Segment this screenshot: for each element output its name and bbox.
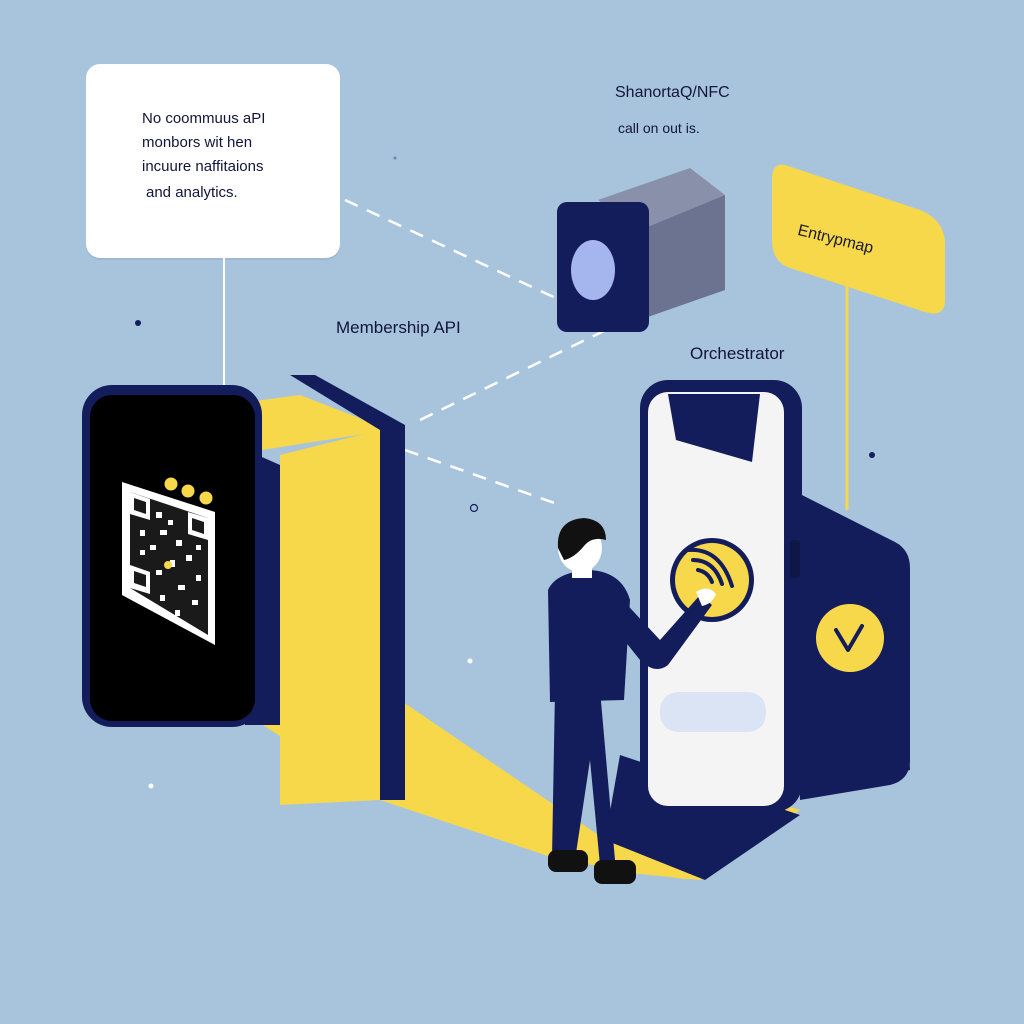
- menu-dot: [181, 484, 195, 498]
- yellow-tag: [772, 164, 945, 314]
- menu-dot: [199, 491, 213, 505]
- callout-line-1: No coommuus aPI: [142, 110, 266, 127]
- decor-dot: [148, 783, 154, 789]
- callout-line-2: monbors wit hen: [142, 134, 253, 151]
- dashed-connector: [344, 198, 561, 302]
- person-arm: [608, 595, 712, 669]
- yellow-pillar-face: [280, 430, 380, 805]
- phone-notch: [668, 394, 760, 462]
- callout-line-4: and analytics.: [146, 184, 238, 201]
- person-torso: [548, 570, 630, 702]
- person-shoe: [594, 860, 636, 884]
- decor-dot: [393, 156, 397, 160]
- check-circle: [816, 604, 884, 672]
- decor-dot: [869, 452, 875, 458]
- person-shoe: [548, 850, 588, 872]
- dashed-connector: [404, 448, 561, 507]
- phone-bottom-bar: [660, 692, 766, 732]
- menu-dot: [164, 477, 178, 491]
- qr-code-icon: [122, 482, 215, 645]
- nfc-subtitle-label: call on out is.: [618, 120, 700, 136]
- dashed-connector: [419, 326, 611, 422]
- callout-box: No coommuus aPI monbors wit hen incuure …: [86, 64, 340, 258]
- orchestrator-label: Orchestrator: [690, 344, 785, 363]
- person-hair: [557, 518, 606, 560]
- decor-dot: [467, 658, 473, 664]
- person-legs: [552, 690, 615, 865]
- gray-block-front: [640, 195, 725, 318]
- callout-line-3: incuure naffitaions: [142, 158, 264, 175]
- phone-side-button: [790, 540, 800, 578]
- person-hand: [696, 588, 716, 606]
- person-figure: [548, 518, 716, 884]
- nfc-wave-icon: [687, 547, 734, 588]
- membership-api-label: Membership API: [336, 318, 461, 337]
- nfc-title-label: ShanortaQ/NFC: [615, 84, 730, 101]
- navy-pillar: [290, 375, 405, 800]
- decor-dot: [469, 503, 479, 513]
- camera-lens: [571, 240, 615, 300]
- decor-dot: [135, 320, 141, 326]
- checkmark-icon: [834, 624, 864, 652]
